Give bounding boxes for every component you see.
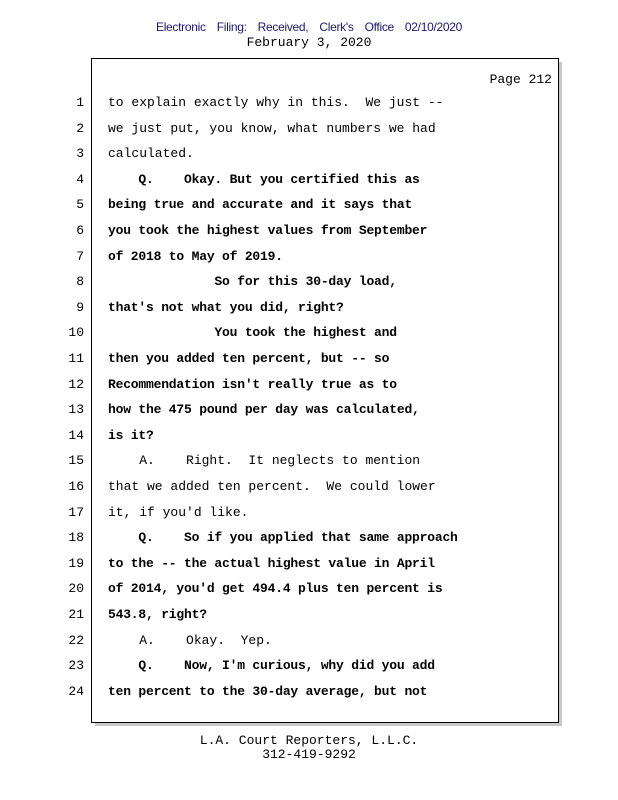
transcript-line: 16 that we added ten percent. We could lo… xyxy=(0,479,560,499)
line-number: 15 xyxy=(68,453,84,469)
line-number: 8 xyxy=(76,274,84,290)
line-text: then you added ten percent, but -- so xyxy=(108,351,390,366)
transcript-line: 6 you took the highest values from Septem… xyxy=(0,223,560,243)
line-number: 9 xyxy=(76,299,84,315)
line-text: A. Okay. Yep. xyxy=(108,632,272,648)
line-number: 10 xyxy=(68,325,84,341)
line-number: 18 xyxy=(68,530,84,546)
transcript-page xyxy=(91,58,559,723)
line-number: 11 xyxy=(68,351,84,366)
line-number: 4 xyxy=(76,171,84,187)
transcript-line: 20 of 2014, you'd get 494.4 plus ten perc… xyxy=(0,581,560,601)
line-number: 19 xyxy=(68,555,84,571)
line-number: 12 xyxy=(68,376,84,392)
transcript-line: 15 A. Right. It neglects to mention xyxy=(0,453,560,473)
line-text: is it? xyxy=(108,427,154,443)
line-number: 16 xyxy=(68,479,84,494)
line-number: 7 xyxy=(76,248,84,264)
line-text: to the -- the actual highest value in Ap… xyxy=(108,555,435,571)
line-text: being true and accurate and it says that xyxy=(108,197,413,213)
line-text: that's not what you did, right? xyxy=(108,299,344,315)
transcript-line: 13 how the 475 pound per day was calculat… xyxy=(0,402,560,422)
transcript-line: 21 543.8, right? xyxy=(0,607,560,627)
line-text: 543.8, right? xyxy=(108,607,207,622)
footer-company: L.A. Court Reporters, L.L.C. xyxy=(199,733,419,748)
line-text: of 2018 to May of 2019. xyxy=(108,248,283,264)
line-number: 3 xyxy=(76,146,84,162)
transcript-line: 22 A. Okay. Yep. xyxy=(0,633,560,653)
transcript-line: 14 is it? xyxy=(0,428,560,448)
transcript-line: 19 to the -- the actual highest value in … xyxy=(0,556,560,576)
line-text: Q. Now, I'm curious, why did you add xyxy=(108,658,435,674)
line-number: 13 xyxy=(68,402,84,418)
transcript-line: 24 ten percent to the 30-day average, but… xyxy=(0,684,560,704)
transcript-line: 11 then you added ten percent, but -- so xyxy=(0,351,560,371)
transcript-line: 1 to explain exactly why in this. We just… xyxy=(0,95,560,115)
line-text: of 2014, you'd get 494.4 plus ten percen… xyxy=(108,581,443,597)
transcript-date: February 3, 2020 xyxy=(246,35,372,50)
transcript-line: 12 Recommendation isn't really true as to xyxy=(0,377,560,397)
transcript-line: 7 of 2018 to May of 2019. xyxy=(0,249,560,269)
line-number: 2 xyxy=(76,120,84,136)
line-number: 14 xyxy=(68,427,84,443)
footer-phone: 312-419-9292 xyxy=(262,747,356,762)
line-number: 22 xyxy=(68,632,84,648)
line-text: You took the highest and xyxy=(108,325,397,341)
line-text: Q. Okay. But you certified this as xyxy=(108,171,420,187)
transcript-line: 23 Q. Now, I'm curious, why did you add xyxy=(0,658,560,678)
line-text: how the 475 pound per day was calculated… xyxy=(108,402,420,418)
transcript-line: 10 You took the highest and xyxy=(0,325,560,345)
line-text: we just put, you know, what numbers we h… xyxy=(108,120,436,136)
transcript-line: 4 Q. Okay. But you certified this as xyxy=(0,172,560,192)
transcript-line: 5 being true and accurate and it says tha… xyxy=(0,197,560,217)
line-text: Recommendation isn't really true as to xyxy=(108,376,397,392)
line-number: 17 xyxy=(68,504,84,520)
line-text: that we added ten percent. We could lowe… xyxy=(108,479,436,494)
line-text: to explain exactly why in this. We just … xyxy=(108,95,444,110)
transcript-line: 2 we just put, you know, what numbers we … xyxy=(0,121,560,141)
line-number: 20 xyxy=(68,581,84,597)
page-number: Page 212 xyxy=(489,72,552,87)
line-number: 21 xyxy=(68,607,84,622)
transcript-line: 18 Q. So if you applied that same approa… xyxy=(0,530,560,550)
transcript-line: 3 calculated. xyxy=(0,146,560,166)
line-text: it, if you'd like. xyxy=(108,504,249,520)
line-number: 1 xyxy=(76,95,84,110)
line-text: you took the highest values from Septemb… xyxy=(108,223,428,238)
transcript-line: 8 So for this 30-day load, xyxy=(0,274,560,294)
line-number: 24 xyxy=(68,683,84,699)
transcript-line: 9 that's not what you did, right? xyxy=(0,300,560,320)
line-number: 6 xyxy=(76,223,84,238)
transcript-line: 17 it, if you'd like. xyxy=(0,505,560,525)
line-text: Q. So if you applied that same approach xyxy=(108,530,458,546)
line-text: ten percent to the 30-day average, but n… xyxy=(108,683,428,699)
line-text: calculated. xyxy=(108,146,194,162)
filing-stamp: Electronic Filing: Received, Clerk's Off… xyxy=(155,20,462,34)
line-number: 5 xyxy=(76,197,84,213)
line-text: So for this 30-day load, xyxy=(108,274,397,290)
line-number: 23 xyxy=(68,658,84,674)
line-text: A. Right. It neglects to mention xyxy=(108,453,421,469)
